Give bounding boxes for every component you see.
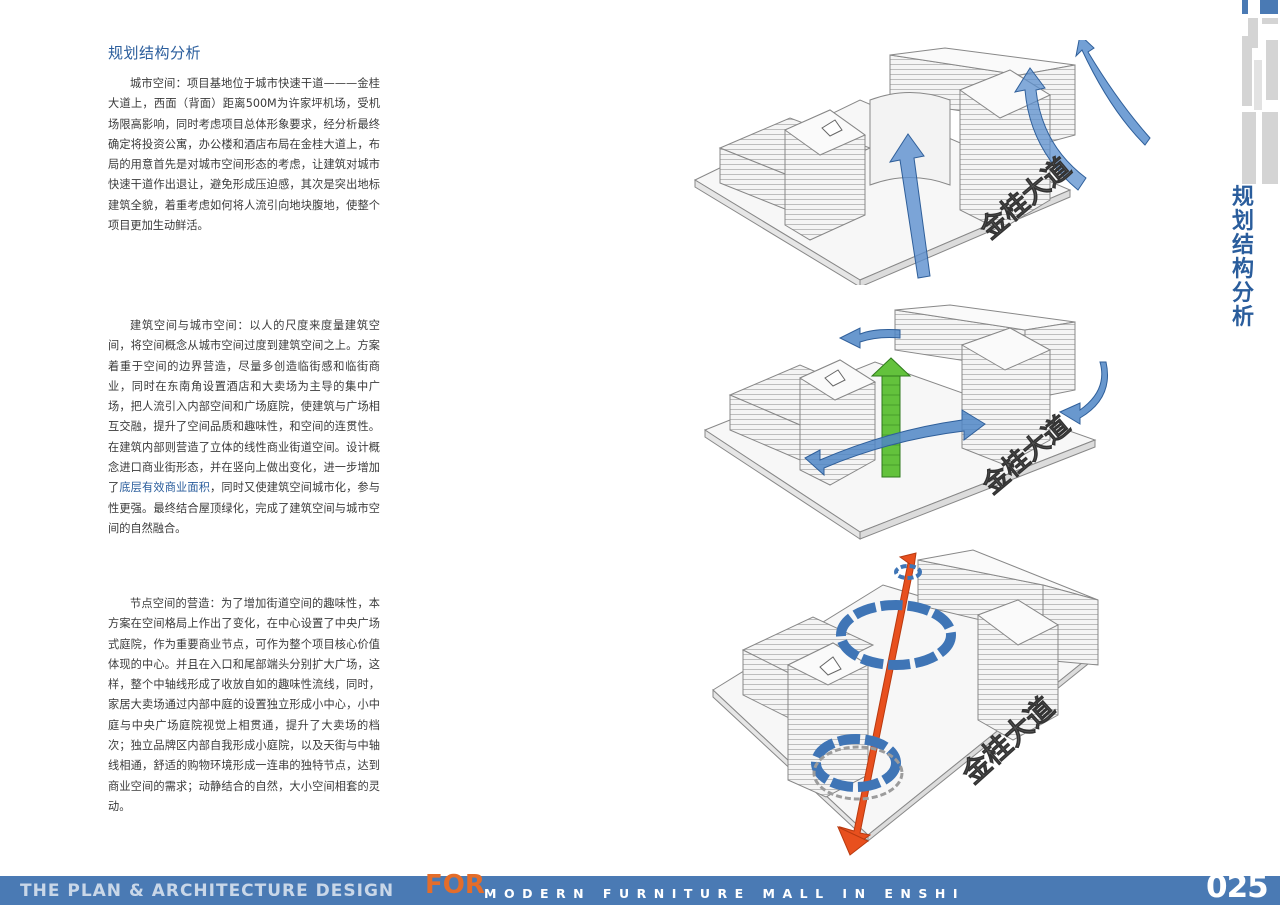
- footer-bar: [0, 876, 1280, 905]
- section-title: 规划结构分析: [108, 44, 202, 62]
- paragraph-building-space: 建筑空间与城市空间：以人的尺度来度量建筑空间，将空间概念从城市空间过度到建筑空间…: [108, 316, 380, 539]
- footer-title-left: THE PLAN & ARCHITECTURE DESIGN: [20, 881, 395, 901]
- paragraph-node-space: 节点空间的营造：为了增加街道空间的趣味性，本方案在空间格局上作出了变化，在中心设…: [108, 597, 380, 813]
- massing-diagram-urban-space: 金桂大道: [693, 40, 1151, 285]
- footer-for-label: FOR: [425, 870, 485, 900]
- side-stripe-decoration: [1240, 0, 1280, 230]
- paragraph-urban-space: 城市空间：项目基地位于城市快速干道———金桂大道上，西面（背面）距离500M为许…: [108, 77, 380, 233]
- highlight-text: 底层有效商业面积: [119, 481, 211, 495]
- massing-diagram-node-space: 金桂大道: [712, 549, 1100, 856]
- page-number: 025: [1206, 869, 1269, 905]
- vertical-section-title: 规划结构分析: [1231, 185, 1254, 330]
- massing-diagram-building-space: 金桂大道: [703, 304, 1108, 540]
- footer-title-right: MODERN FURNITURE MALL IN ENSHI: [484, 886, 966, 901]
- paragraph-text: 建筑空间与城市空间：以人的尺度来度量建筑空间，将空间概念从城市空间过度到建筑空间…: [108, 319, 380, 495]
- paragraph-text: ，同时又使建筑空间城市化，参与性更强。最终结合屋顶绿化，完成了建筑空间与城市空间…: [108, 481, 380, 535]
